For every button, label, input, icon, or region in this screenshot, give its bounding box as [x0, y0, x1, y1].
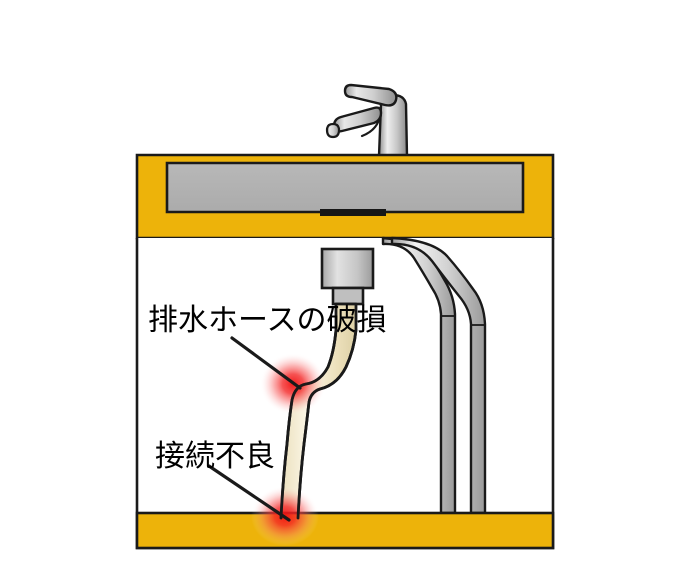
hose-outline-overlay	[279, 328, 358, 520]
floor-band	[135, 511, 555, 550]
sink-basin	[165, 161, 525, 214]
faucet-lever	[343, 83, 398, 107]
annotation-labels: 排水ホースの破損 接続不良	[148, 303, 387, 474]
faucet	[325, 83, 409, 158]
faucet-aerator	[325, 122, 341, 139]
leader-lines	[207, 336, 302, 522]
label-bad-connection: 接続不良	[155, 439, 275, 474]
hose-edge-right	[296, 328, 358, 520]
leader-line-bad-connection	[207, 464, 291, 522]
drain-collar	[331, 286, 365, 306]
drain-trap-box	[320, 247, 375, 290]
drain-slot	[320, 209, 386, 216]
hose-edge-left	[279, 328, 338, 520]
label-drain-hose-damage: 排水ホースの破損	[148, 303, 387, 338]
countertop-assembly	[135, 153, 555, 240]
faucet-neck-curve	[360, 118, 381, 138]
leader-line-drain-hose-damage	[230, 336, 302, 390]
